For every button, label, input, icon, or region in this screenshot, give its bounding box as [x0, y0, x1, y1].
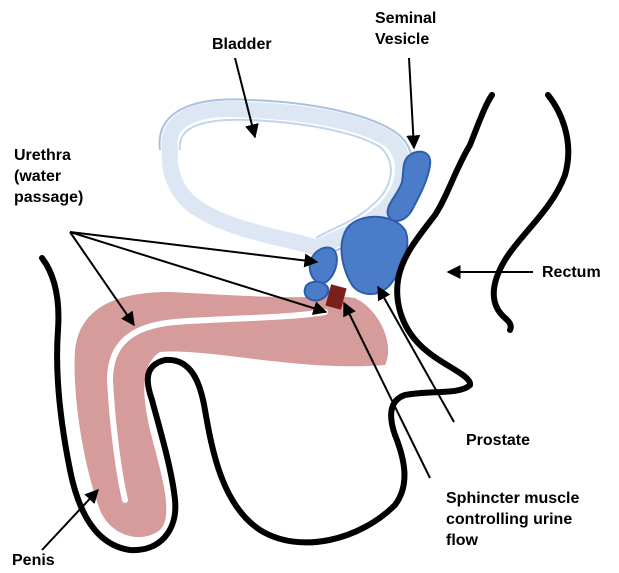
rectum-outline — [494, 95, 569, 330]
bladder-label: Bladder — [212, 34, 272, 55]
sphincter-label: Sphincter muscle controlling urine flow — [446, 488, 579, 551]
penis-label: Penis — [12, 550, 55, 571]
rectum-label: Rectum — [542, 262, 601, 283]
prostate-label: Prostate — [466, 430, 530, 451]
prostate-arrow — [378, 287, 454, 422]
urethra-label: Urethra (water passage) — [14, 145, 83, 208]
seminal-vesicle-label: Seminal Vesicle — [375, 8, 436, 50]
seminal-vesicle-arrow — [409, 58, 414, 148]
bladder-arrow — [235, 58, 255, 137]
prostate-base-lobe — [305, 282, 329, 301]
